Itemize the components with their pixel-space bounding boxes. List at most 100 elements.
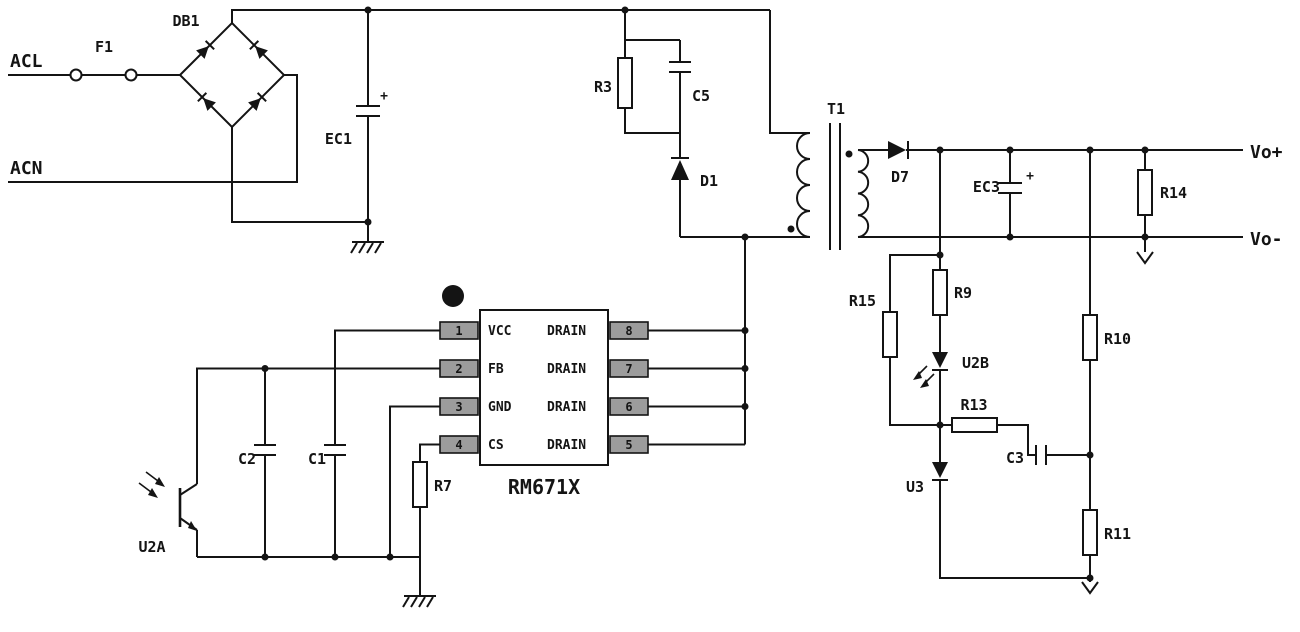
pin-name-drain-7: DRAIN: [547, 362, 586, 377]
pin-box-7: [609, 359, 649, 378]
compensation-r13-c3: R13 C3: [940, 396, 1090, 467]
clamp-diode-d1: D1: [671, 133, 718, 237]
acl-terminal-label: ACL: [10, 51, 43, 72]
feedback-chain: R9 U2B U3: [906, 150, 1090, 579]
load-resistor-r14: R14: [1136, 150, 1187, 264]
pin1-marker-dot: [442, 285, 464, 307]
r14-label: R14: [1160, 184, 1187, 202]
r9-label: R9: [954, 284, 972, 302]
snubber-section: R3 C5 D1: [594, 10, 810, 238]
transformer-t1: T1: [769, 10, 888, 250]
u3-label: U3: [906, 478, 924, 496]
c5-label: C5: [692, 87, 710, 105]
pin-number-5: 5: [625, 438, 632, 452]
r7-label: R7: [434, 477, 452, 495]
pin-name-vcc: VCC: [488, 324, 511, 339]
bias-resistor-r15: R15: [849, 254, 940, 426]
resistor-r9: [932, 269, 948, 316]
rectifier-diode-d7: D7: [888, 141, 909, 186]
ground-earth-icon: [402, 595, 437, 608]
vout-pos-label: Vo+: [1250, 142, 1283, 163]
fuse-f1-symbol: F1: [69, 38, 180, 82]
ground-chevron-icon: [1136, 251, 1154, 264]
ec1-plus-sign: +: [380, 89, 388, 104]
r15-label: R15: [849, 292, 876, 310]
wire-bridge-negative: [231, 127, 368, 223]
divider-r10-r11: R10 R11: [1081, 150, 1131, 594]
pin-name-fb: FB: [488, 362, 504, 377]
bridge-rectifier-db1: DB1: [172, 12, 286, 129]
d1-label: D1: [700, 172, 718, 190]
optocoupler-led-u2b: U2B: [913, 352, 989, 388]
pin-name-gnd: GND: [488, 400, 512, 415]
pin-name-drain-6: DRAIN: [547, 400, 586, 415]
pin-box-5: [609, 435, 649, 454]
primary-phase-dot: [787, 225, 795, 233]
secondary-section: D7 Vo+ Vo- EC3 + R14 R9: [849, 141, 1283, 594]
c3-label: C3: [1006, 449, 1024, 467]
wire-fb: [196, 367, 440, 484]
c2-label: C2: [238, 450, 256, 468]
pin-number-1: 1: [455, 324, 462, 338]
pin-number-2: 2: [455, 362, 462, 376]
ground-chevron-icon: [1081, 581, 1099, 594]
r10-label: R10: [1104, 330, 1131, 348]
c1-label: C1: [308, 450, 326, 468]
capacitor-c2: [254, 444, 276, 456]
vout-neg-label: Vo-: [1250, 229, 1283, 250]
pin-box-6: [609, 397, 649, 416]
ec1-label: EC1: [325, 130, 352, 148]
r11-label: R11: [1104, 525, 1131, 543]
ec3-label: EC3: [973, 178, 1000, 196]
ec3-plus-sign: +: [1026, 169, 1034, 184]
primary-side-components: C1 C2 R7 U2A: [138, 329, 452, 608]
pin-number-7: 7: [625, 362, 632, 376]
controller-ic-section: RM671X 1 2 3 4 VCC FB GND CS 8 7 6 5 DRA…: [439, 237, 746, 499]
wire-vcc-c1: [334, 329, 440, 557]
ic-body: [479, 309, 609, 466]
capacitor-c1: [324, 444, 346, 456]
wire-primary-ground-rail: [197, 556, 421, 596]
pin-name-drain-8: DRAIN: [547, 324, 586, 339]
bulk-capacitor-ec1: EC1 +: [325, 10, 388, 254]
junction-dots: [261, 6, 1149, 582]
transformer-core: [829, 123, 841, 250]
wire-r3-leads: [624, 40, 680, 134]
u2b-label: U2B: [962, 354, 989, 372]
optocoupler-transistor-u2a: U2A: [138, 471, 198, 557]
ground-earth-icon: [350, 241, 385, 254]
fuse-f1-label: F1: [95, 38, 113, 56]
wire-hv-top-rail: [231, 9, 770, 23]
secondary-winding: [857, 149, 870, 238]
pin-number-8: 8: [625, 324, 632, 338]
pin-name-drain-5: DRAIN: [547, 438, 586, 453]
acn-terminal-label: ACN: [10, 158, 43, 179]
wire-gnd-pin: [389, 405, 440, 557]
resistor-r13: [951, 417, 998, 433]
wire-primary-top: [769, 10, 810, 134]
capacitor-c5: [669, 61, 691, 73]
wire-snubber-top: [624, 10, 680, 41]
pin-number-3: 3: [455, 400, 462, 414]
resistor-r3: [617, 57, 633, 109]
ac-input-section: ACL ACN F1 DB1 EC1 +: [8, 9, 770, 254]
t1-label: T1: [827, 100, 845, 118]
wire-acn: [8, 74, 298, 183]
d7-label: D7: [891, 168, 909, 186]
pin-box-8: [609, 321, 649, 340]
resistor-r11: [1082, 509, 1098, 556]
r13-label: R13: [960, 396, 987, 414]
r3-label: R3: [594, 78, 612, 96]
pin-name-cs: CS: [488, 438, 504, 453]
bridge-db1-label: DB1: [172, 12, 199, 30]
resistor-r7: [412, 461, 428, 508]
ic-part-number: RM671X: [508, 475, 580, 499]
pin-number-4: 4: [455, 438, 462, 452]
output-capacitor-ec3: EC3 +: [973, 150, 1034, 237]
u2a-label: U2A: [138, 538, 165, 556]
resistor-r10: [1082, 314, 1098, 361]
capacitor-c3: [1035, 445, 1047, 465]
primary-winding: [796, 132, 811, 238]
